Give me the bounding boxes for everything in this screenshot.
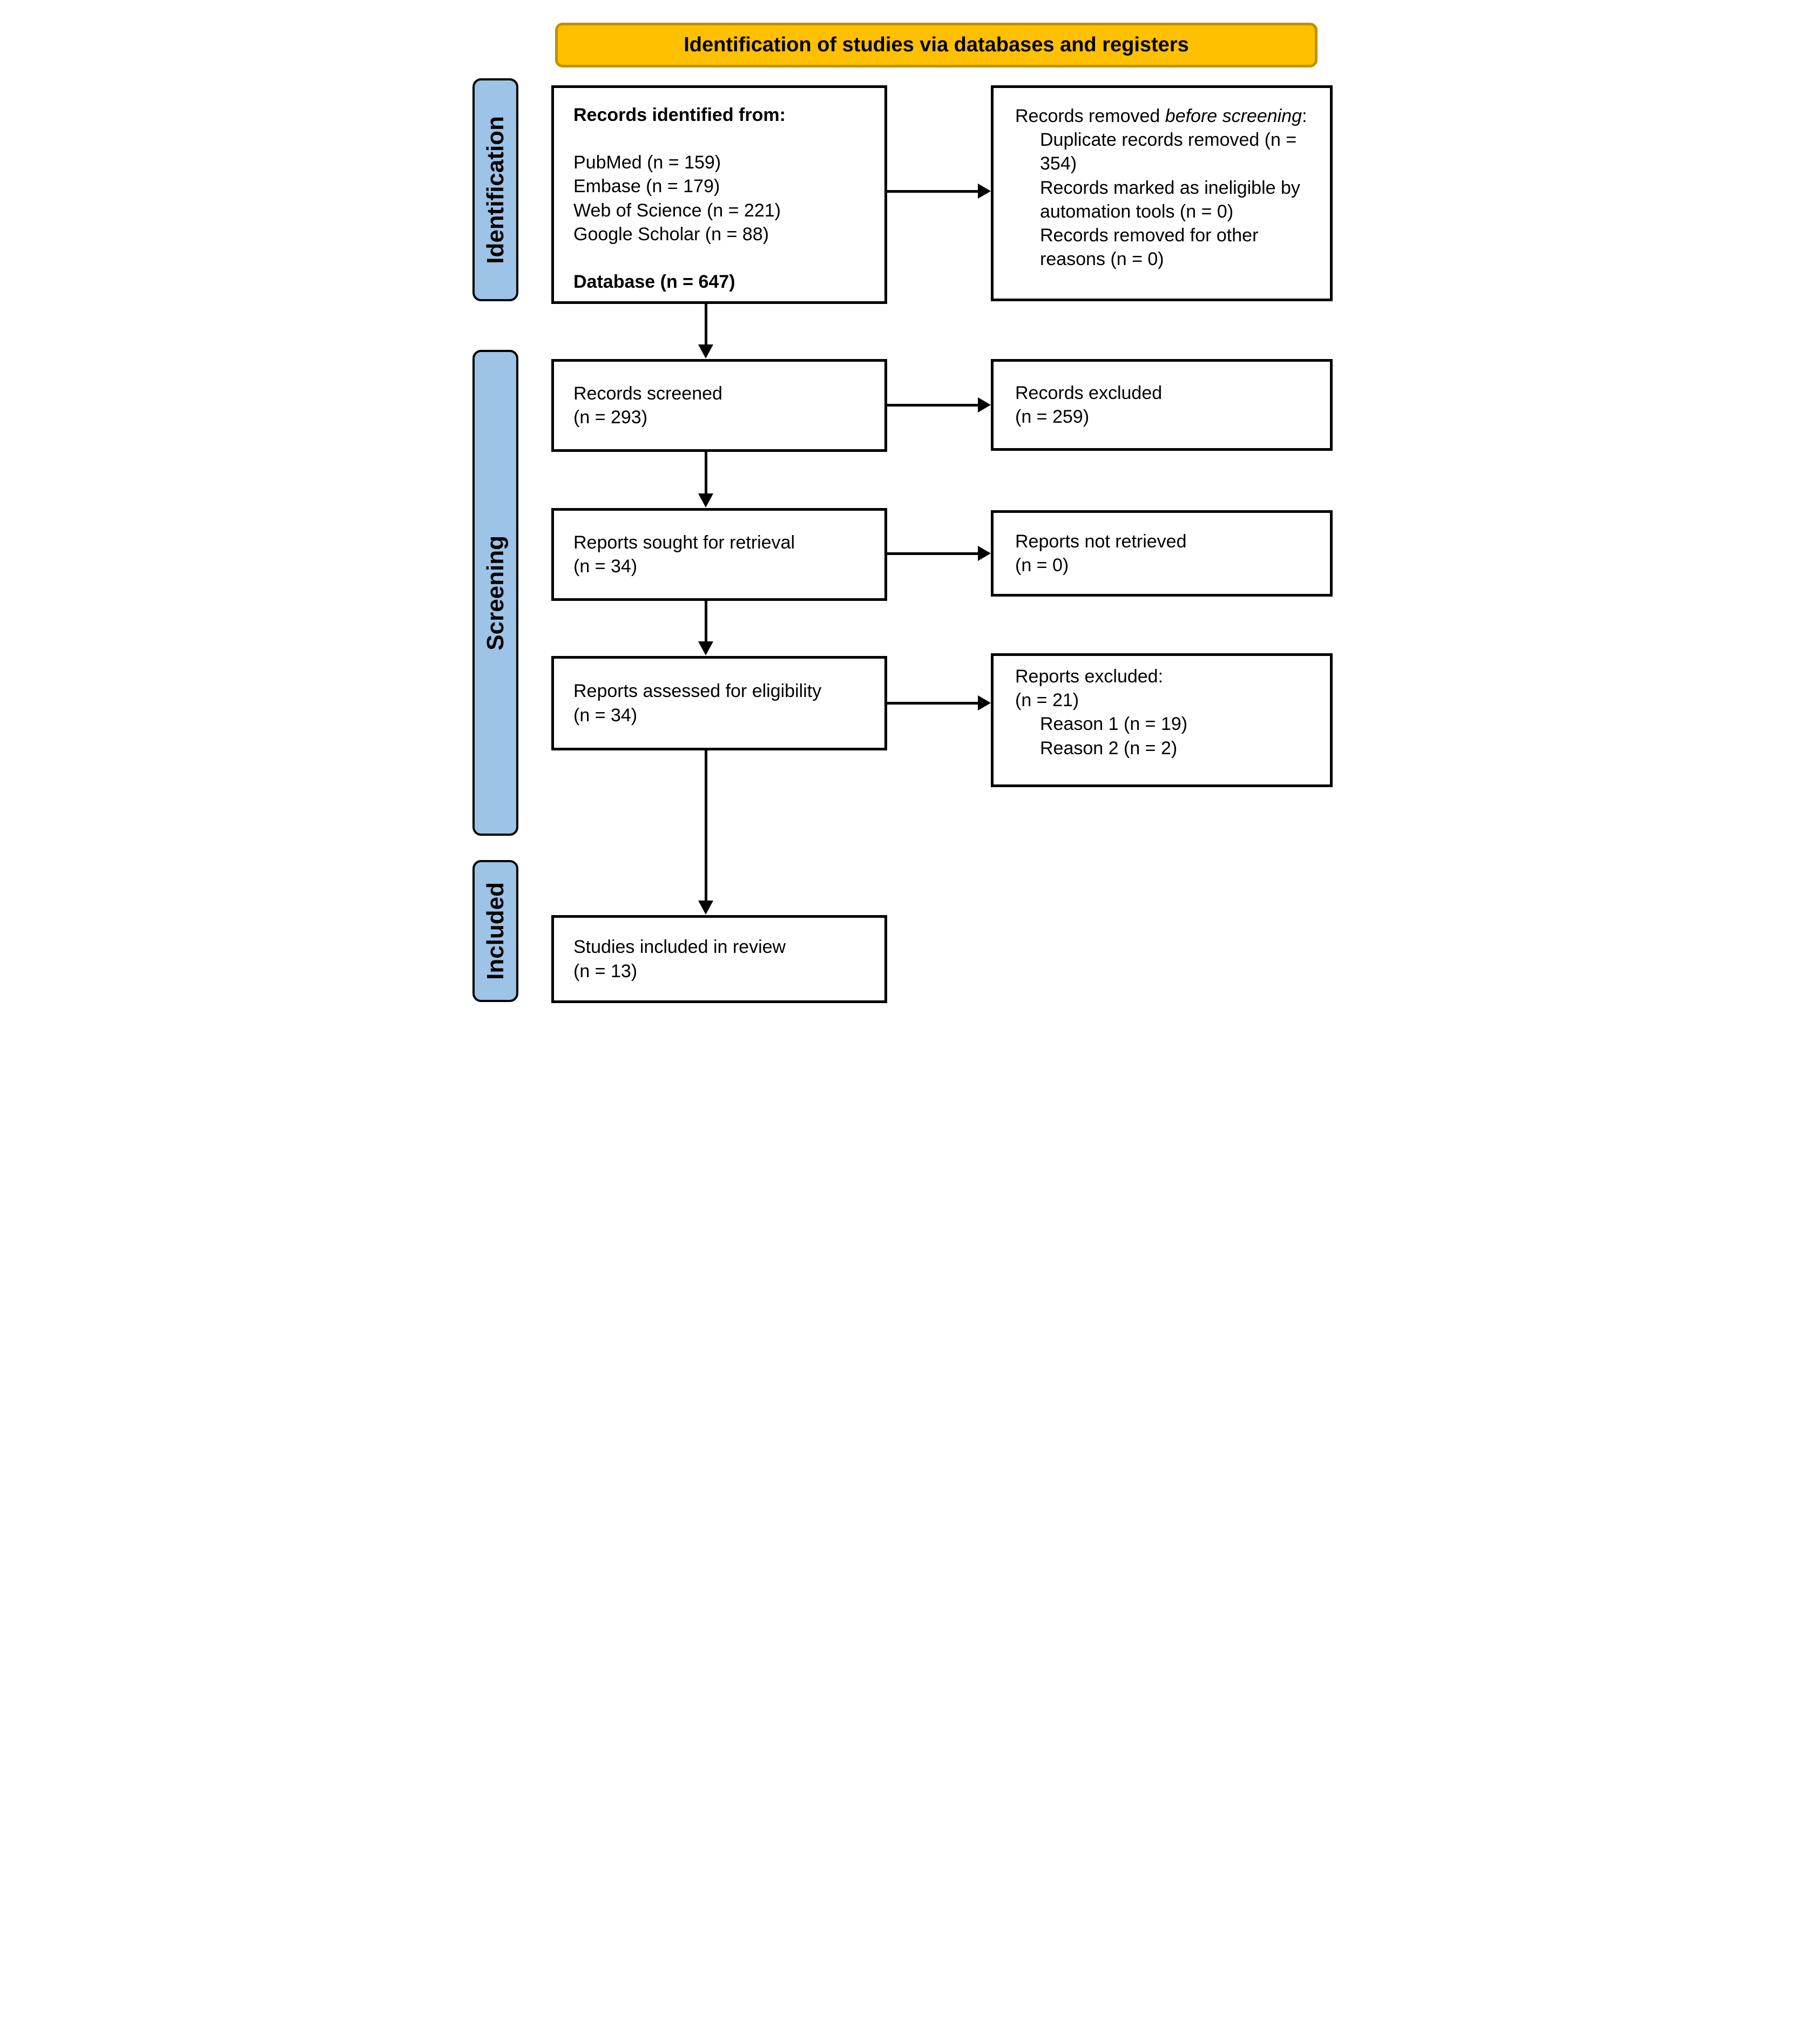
removed-automation: Records marked as ineligible by automati…	[1040, 177, 1300, 222]
reports-sought-count: (n = 34)	[573, 556, 638, 577]
reports-excluded-reason-1: Reason 1 (n = 19)	[1040, 714, 1188, 735]
arrow-sought-to-assessed	[698, 601, 713, 655]
stage-label-screening: Screening	[472, 350, 518, 836]
reports-excluded-count: (n = 21)	[1015, 690, 1079, 711]
reports-assessed-label: Reports assessed for eligibility	[573, 681, 822, 702]
stage-label-identification: Identification	[472, 78, 518, 301]
source-web-of-science: Web of Science (n = 221)	[573, 200, 781, 221]
records-identified-heading: Records identified from:	[573, 105, 786, 125]
reports-not-retrieved-label: Reports not retrieved	[1015, 531, 1187, 552]
arrow-screened-to-sought	[698, 452, 713, 507]
records-excluded-label: Records excluded	[1015, 382, 1163, 403]
studies-included-label: Studies included in review	[573, 937, 786, 958]
stage-label-screening-text: Screening	[482, 535, 509, 651]
box-records-excluded: Records excluded (n = 259)	[991, 359, 1333, 451]
box-reports-excluded: Reports excluded: (n = 21) Reason 1 (n =…	[991, 653, 1333, 787]
box-records-removed: Records removed before screening: Duplic…	[991, 85, 1333, 301]
reports-assessed-count: (n = 34)	[573, 705, 638, 726]
box-studies-included: Studies included in review (n = 13)	[551, 915, 887, 1003]
stage-label-identification-text: Identification	[482, 116, 509, 264]
stage-label-included-text: Included	[482, 882, 509, 980]
records-screened-count: (n = 293)	[573, 407, 648, 428]
arrow-identified-to-screened	[698, 304, 713, 358]
prisma-flow-diagram: Identification of studies via databases …	[449, 0, 1348, 1022]
arrow-assessed-to-excluded	[887, 695, 991, 710]
box-reports-not-retrieved: Reports not retrieved (n = 0)	[991, 510, 1333, 597]
reports-sought-label: Reports sought for retrieval	[573, 532, 795, 553]
records-identified-sources: PubMed (n = 159) Embase (n = 179) Web of…	[573, 151, 874, 246]
removed-other: Records removed for other reasons (n = 0…	[1040, 225, 1259, 270]
diagram-title-banner: Identification of studies via databases …	[555, 23, 1318, 67]
records-identified-total: Database (n = 647)	[573, 271, 735, 292]
records-removed-prefix: Records removed	[1015, 106, 1165, 126]
box-reports-sought: Reports sought for retrieval (n = 34)	[551, 508, 887, 601]
stage-label-included: Included	[472, 860, 518, 1002]
diagram-title: Identification of studies via databases …	[684, 33, 1189, 56]
studies-included-count: (n = 13)	[573, 960, 638, 982]
records-removed-italic: before screening	[1165, 106, 1302, 126]
source-pubmed: PubMed (n = 159)	[573, 152, 721, 173]
box-reports-assessed: Reports assessed for eligibility (n = 34…	[551, 656, 887, 750]
arrow-screened-to-excluded	[887, 397, 991, 412]
records-removed-suffix: :	[1302, 106, 1307, 126]
records-excluded-count: (n = 259)	[1015, 407, 1090, 427]
box-records-screened: Records screened (n = 293)	[551, 359, 887, 452]
source-embase: Embase (n = 179)	[573, 176, 720, 197]
removed-duplicates: Duplicate records removed (n = 354)	[1040, 130, 1297, 174]
arrow-sought-to-not-retrieved	[887, 546, 991, 561]
reports-excluded-label: Reports excluded:	[1015, 666, 1164, 687]
arrow-identified-to-removed	[887, 184, 991, 199]
arrow-assessed-to-included	[698, 750, 713, 915]
source-google-scholar: Google Scholar (n = 88)	[573, 224, 769, 245]
reports-excluded-reason-2: Reason 2 (n = 2)	[1040, 737, 1178, 759]
box-records-identified: Records identified from: PubMed (n = 159…	[551, 85, 887, 304]
records-screened-label: Records screened	[573, 383, 722, 404]
reports-not-retrieved-count: (n = 0)	[1015, 555, 1069, 576]
records-removed-heading: Records removed before screening:	[1015, 104, 1319, 128]
